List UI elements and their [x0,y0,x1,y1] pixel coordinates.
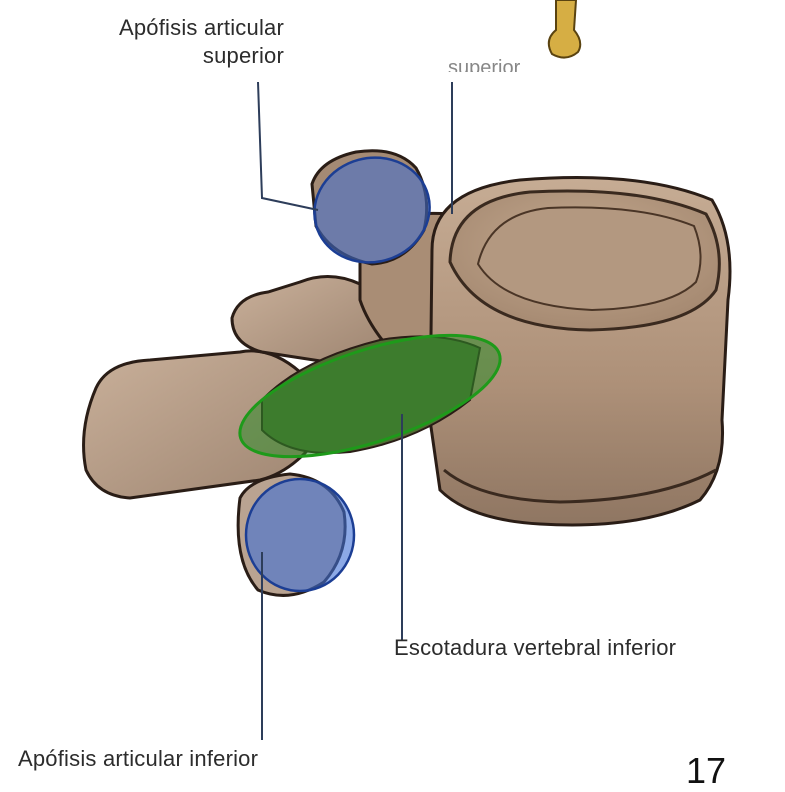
label-inferior-articular-process: Apófisis articular inferior [18,746,259,771]
label-superior-articular-process: Apófisis articular superior [119,15,284,68]
leader-line-superior-articular [257,81,319,211]
vertebral-body-lower-rim [443,468,717,504]
inferior-articular-highlight [244,477,356,593]
endplate-inner-ring [476,206,702,312]
label-cut-top: superior [448,58,521,72]
superior-articular-highlight [313,156,431,264]
inferior-vertebral-notch-highlight [238,333,502,459]
label-inferior-vertebral-notch: Escotadura vertebral inferior [394,635,677,660]
top-bone-fragment [547,0,582,59]
page-number: 17 [686,750,727,791]
